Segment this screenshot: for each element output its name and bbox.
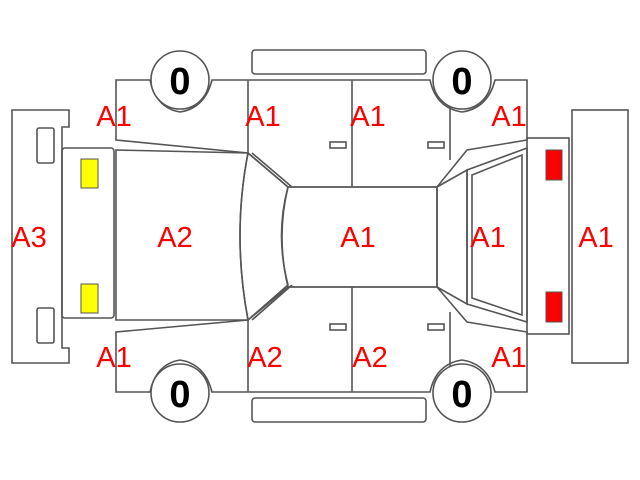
wheel-bottom-rear [432, 363, 492, 423]
label-bottom-rear-door: A2 [352, 342, 387, 374]
label-hood: A2 [157, 222, 192, 254]
tire-label-top-front: 0 [169, 61, 190, 103]
front-bumper-slot-bottom [36, 307, 55, 344]
front-bumper-slot-top [36, 127, 55, 164]
label-roof: A1 [340, 222, 375, 254]
bottom-side-body [115, 286, 528, 393]
top-door-handle-rear [427, 141, 445, 149]
top-side-body [115, 79, 528, 188]
front-bumper-outline [11, 109, 70, 364]
rear-hatch-inner [471, 153, 523, 317]
tire-label-bottom-front: 0 [169, 374, 190, 416]
rear-bumper-outline [571, 109, 629, 364]
tire-label-top-rear: 0 [451, 61, 472, 103]
label-bottom-front-fender: A1 [96, 342, 131, 374]
label-top-front-door: A1 [245, 101, 280, 133]
label-bottom-rear-quarter: A1 [491, 342, 526, 374]
bottom-door-handle-front [329, 323, 347, 331]
rear-lamp-bottom [545, 291, 563, 323]
top-running-board [251, 49, 427, 75]
label-top-front-fender: A1 [96, 101, 131, 133]
label-rear-hatch: A1 [470, 222, 505, 254]
front-lamp-top [80, 158, 99, 189]
wheel-top-rear [432, 50, 492, 110]
tire-label-bottom-rear: 0 [451, 374, 472, 416]
front-panel [61, 147, 115, 319]
label-bottom-front-door: A2 [247, 342, 282, 374]
wheel-top-front [150, 50, 210, 110]
rear-glass-outline [436, 168, 468, 306]
label-top-rear-door: A1 [350, 101, 385, 133]
top-door-handle-front [329, 141, 347, 149]
windshield-pillar-top [251, 152, 293, 188]
windshield-pillar-bottom [251, 284, 293, 321]
bottom-running-board [251, 397, 427, 423]
label-front-bumper: A3 [11, 222, 46, 254]
rear-panel [526, 137, 570, 335]
wheel-bottom-front [150, 363, 210, 423]
label-rear-bumper: A1 [578, 222, 613, 254]
rear-lamp-top [545, 149, 563, 181]
front-lamp-bottom [80, 283, 99, 314]
bottom-door-handle-rear [427, 323, 445, 331]
label-top-rear-quarter: A1 [491, 101, 526, 133]
